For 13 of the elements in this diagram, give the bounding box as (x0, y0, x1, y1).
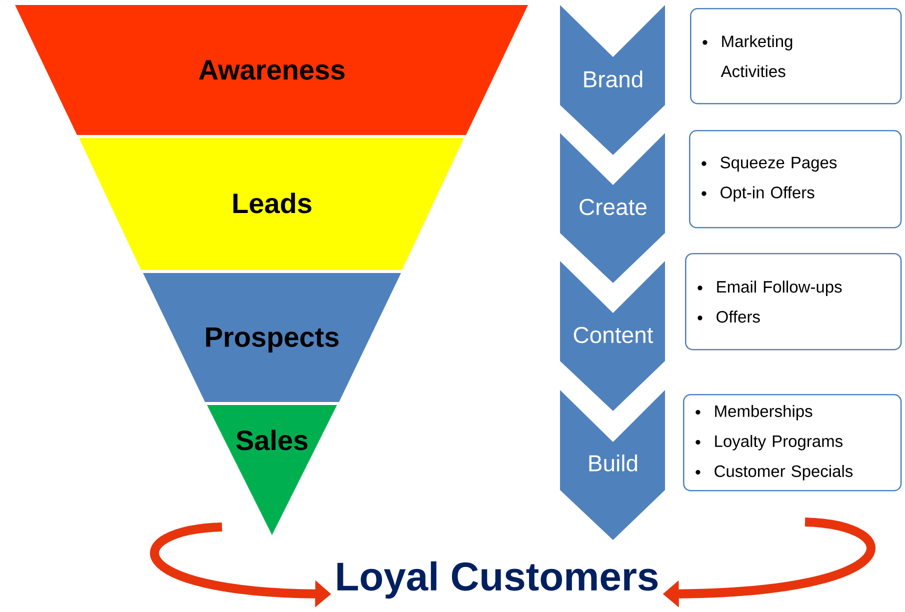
bullet-list-box: Squeeze Pages Opt-in Offers (689, 130, 902, 228)
title-text: Loyal Customers (337, 561, 658, 599)
funnel-layer: Leads (79, 138, 464, 270)
chevron-step: Content (560, 261, 665, 411)
bullet-list-box: Memberships Loyalty Programs Customer Specials (683, 394, 902, 492)
bullet-list-box: Email Follow-ups Offers (685, 253, 902, 350)
chevron-step: Create (560, 133, 665, 283)
funnel-layer: Prospects (143, 273, 401, 402)
chevron-step: Build (560, 390, 665, 540)
chevron-step: Brand (560, 5, 665, 155)
funnel-layer: Awareness (15, 5, 528, 135)
funnel-layer: Sales (207, 405, 337, 535)
bullet-list-box: Marketing Activities (690, 8, 902, 104)
